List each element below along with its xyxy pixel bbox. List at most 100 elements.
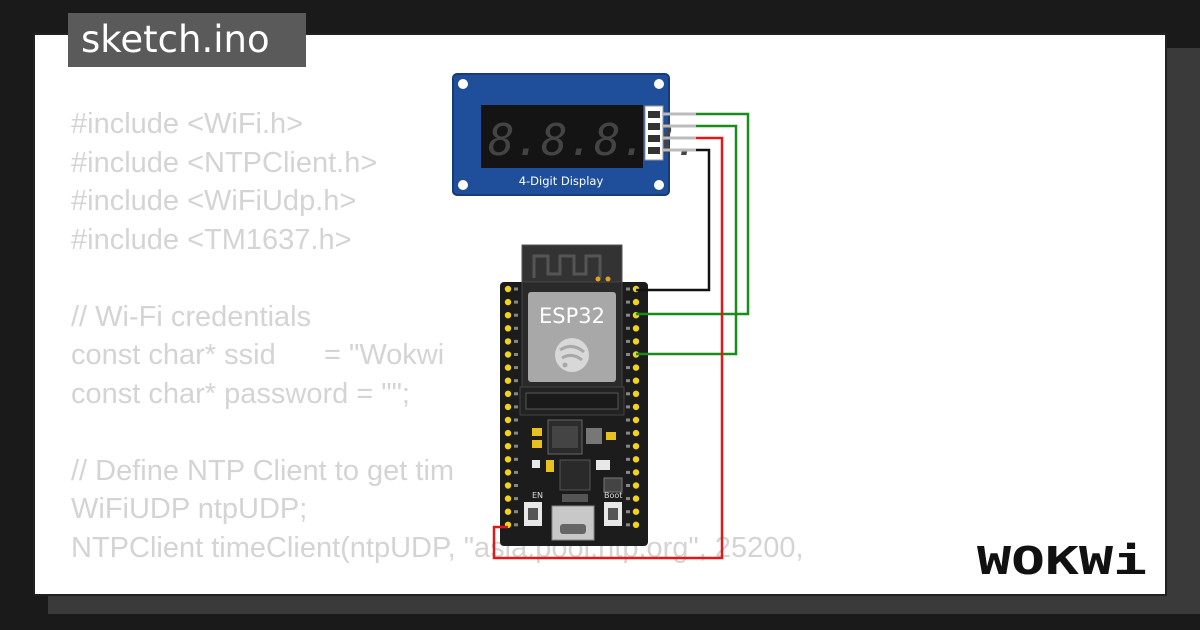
pin-label-mark [626,457,630,461]
pin-label-mark [514,326,518,330]
en-label: EN [532,491,543,500]
pin-label-mark [626,287,630,291]
tm1637-display[interactable]: 8.8.8.8. 4-Digit Display [452,73,700,196]
wire-vcc[interactable] [492,136,724,560]
header-pin[interactable] [632,469,640,476]
header-pin[interactable] [504,469,512,476]
wires [492,112,750,560]
header-pin[interactable] [632,325,640,332]
header-pin[interactable] [504,390,512,397]
espressif-logo-icon [555,338,589,372]
esp32-chip-label: ESP32 [539,304,605,328]
header-pin[interactable] [504,298,512,306]
header-pin[interactable] [504,508,512,515]
boot-button[interactable] [604,502,622,526]
header-pin[interactable] [632,495,640,502]
header-pin[interactable] [632,298,640,306]
pin-label-mark [626,339,630,343]
header-pin[interactable] [632,456,640,463]
pin-label-mark [626,366,630,370]
header-pin[interactable] [504,338,512,345]
pin-label-mark [626,523,630,527]
header-pins-left [504,285,518,528]
pin-label-mark [514,405,518,409]
display-caption: 4-Digit Display [519,174,604,188]
header-pin[interactable] [632,429,640,437]
header-pin[interactable] [504,482,512,489]
header-pin[interactable] [504,377,512,384]
pin-label-mark [514,431,518,435]
pin-label-mark [514,523,518,527]
wire-gnd[interactable] [636,148,711,292]
pin-label-mark [626,405,630,409]
display-digits: 8.8.8.8. [488,115,700,166]
header-pins-right [626,285,640,528]
header-pin[interactable] [504,285,512,293]
code-line: // Wi-Fi credentials [71,300,312,333]
wire-dio[interactable] [636,124,738,356]
header-pin[interactable] [504,416,512,424]
pin-label-mark [626,418,630,422]
boot-label: Boot [604,491,622,500]
pin-label-mark [626,313,630,317]
pin-label-mark [626,431,630,435]
pin-label-mark [626,444,630,448]
pin-label-mark [626,510,630,514]
header-pin[interactable] [632,364,640,371]
en-button[interactable] [524,502,542,526]
header-pin[interactable] [632,390,640,397]
code-line: #include <WiFiUdp.h> [71,185,357,217]
header-pin[interactable] [632,508,640,515]
pin-label-mark [514,457,518,461]
header-pin[interactable] [504,403,512,411]
code-line: #include <WiFi.h> [71,108,304,140]
header-pin[interactable] [632,338,640,345]
pin-label-mark [514,444,518,448]
pin-label-mark [514,287,518,291]
pin-label-mark [626,300,630,304]
pin-label-mark [626,353,630,356]
pin-label-mark [514,313,518,317]
header-pin[interactable] [504,312,512,319]
header-pin[interactable] [632,521,640,528]
header-pin[interactable] [504,351,512,358]
pin-label-mark [514,497,518,501]
header-pin[interactable] [504,325,512,332]
wire-clk[interactable] [636,112,750,316]
pin-label-mark [514,484,518,487]
usb-port-icon [551,494,595,541]
pin-label-mark [514,366,518,370]
header-pin[interactable] [504,443,512,450]
header-pin[interactable] [504,495,512,502]
code-line: const char* password = ""; [71,377,410,410]
header-pin[interactable] [504,364,512,371]
pin-label-mark [514,510,518,514]
wokwi-logo-text: WOKWi [977,539,1147,582]
pin-label-mark [626,497,630,501]
header-pin[interactable] [632,443,640,450]
pin-label-mark [514,392,518,396]
header-pin[interactable] [632,403,640,411]
header-pin[interactable] [632,482,640,489]
pin-label-mark [626,326,630,330]
esp32-board[interactable]: ESP32 EN Boot [500,244,648,546]
pin-label-mark [514,300,518,304]
pin-label-mark [626,470,630,474]
pin-label-mark [626,484,630,487]
code-line: const char* ssid = "Wokwi [71,339,445,371]
header-pin[interactable] [504,429,512,437]
code-line: // Define NTP Client to get tim [71,454,455,487]
wokwi-logo: WOKWi [977,539,1147,582]
pin-label-mark [626,379,630,383]
file-tab-sketch[interactable]: sketch.ino [68,13,306,67]
code-line: #include <TM1637.h> [71,223,352,256]
code-line: #include <NTPClient.h> [71,146,378,179]
header-pin[interactable] [632,416,640,424]
code-preview: #include <WiFi.h> #include <NTPClient.h>… [71,105,804,567]
header-pin[interactable] [504,456,512,463]
pin-label-mark [514,470,518,474]
pin-label-mark [514,379,518,383]
header-pin[interactable] [632,377,640,384]
code-line: WiFiUDP ntpUDP; [71,493,308,525]
